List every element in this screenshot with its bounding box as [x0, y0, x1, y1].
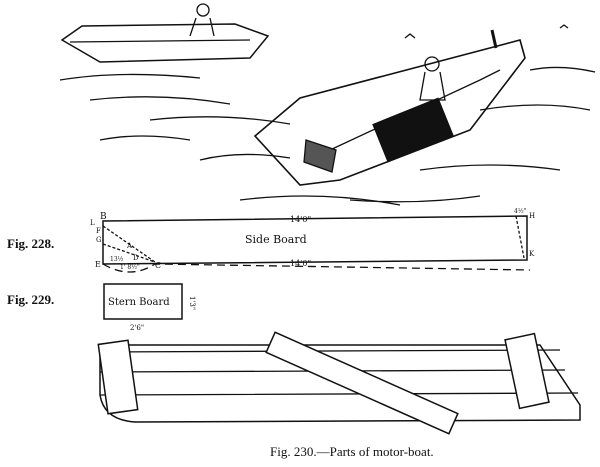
stern-width: 2'6" [130, 324, 144, 332]
motor-boat-scene [59, 3, 596, 206]
point-l: L [90, 219, 95, 227]
bottom-length: 14'0" [290, 259, 311, 268]
point-f: F [96, 227, 101, 235]
dim-c: 4½" [514, 208, 527, 215]
point-a: A [126, 242, 133, 250]
dim-a: 13½ [110, 256, 124, 263]
point-b: B [100, 212, 107, 222]
dim-b: 1' 8½" [120, 264, 140, 271]
fig-229-label: Fig. 229. [7, 292, 55, 307]
point-c: C [155, 261, 161, 270]
point-k: K [529, 250, 535, 258]
point-g: G [96, 236, 102, 244]
side-board-drawing: Side Board 14'0" 14'0" B L F G A D E C H… [90, 208, 535, 273]
boat-bottom-drawing [97, 331, 581, 435]
point-e: E [95, 260, 101, 269]
stern-board-drawing: Stern Board 2'6" 1'3" [103, 283, 196, 332]
stern-board-label: Stern Board [108, 297, 170, 308]
point-d: D [133, 254, 139, 262]
point-h: H [529, 212, 535, 220]
top-length: 14'0" [290, 215, 311, 224]
fig-228-label: Fig. 228. [7, 236, 55, 251]
stern-height: 1'3" [188, 296, 196, 310]
side-board-label: Side Board [245, 233, 307, 246]
fig-230-caption: Fig. 230.—Parts of motor-boat. [270, 444, 434, 459]
